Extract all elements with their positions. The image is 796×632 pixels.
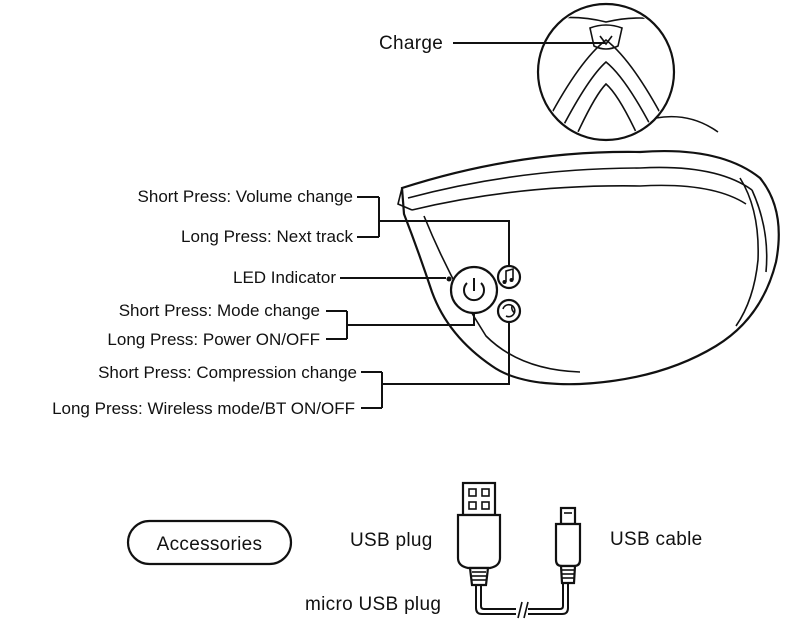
accessories-title: Accessories [157, 534, 263, 555]
mode-long-label: Long Press: Power ON/OFF [107, 330, 320, 349]
usb-plug-label: USB plug [350, 530, 433, 551]
volume-button[interactable] [496, 264, 522, 290]
rotate-icon [502, 303, 516, 318]
charge-port-zoom [536, 2, 676, 142]
charge-label: Charge [379, 33, 443, 54]
accessories-badge: Accessories [126, 519, 293, 566]
micro-usb-plug-icon [554, 506, 582, 585]
compression-button[interactable] [496, 298, 522, 324]
usb-cable-line [475, 583, 569, 620]
compression-long-label: Long Press: Wireless mode/BT ON/OFF [52, 399, 355, 418]
micro-usb-plug-label: micro USB plug [305, 594, 441, 615]
eye-massager-body [397, 149, 780, 386]
usb-plug-icon [456, 481, 502, 587]
volume-long-label: Long Press: Next track [181, 227, 353, 246]
volume-short-label: Short Press: Volume change [138, 187, 353, 206]
compression-short-label: Short Press: Compression change [98, 363, 357, 382]
zoom-tail [655, 115, 719, 133]
power-button[interactable] [449, 265, 499, 315]
usb-cable-label: USB cable [610, 529, 702, 550]
power-icon [463, 278, 485, 302]
music-note-icon [502, 267, 514, 284]
led-label: LED Indicator [233, 268, 336, 287]
callout-lines [326, 42, 605, 409]
led-dot [446, 276, 452, 282]
mode-short-label: Short Press: Mode change [119, 301, 320, 320]
